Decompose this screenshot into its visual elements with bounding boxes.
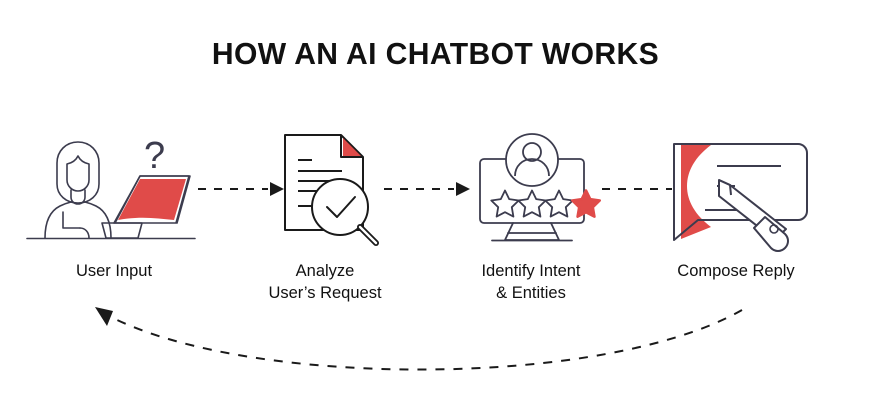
document-fold-red [343,138,361,156]
connector-arrow-1 [196,178,288,200]
speech-bubble-outline [673,143,808,241]
step-identify-intent-art [436,128,626,246]
step-compose-reply-art [641,128,831,252]
connector-arrow-2 [382,178,474,200]
monitor-rating-icon [479,133,601,242]
dashed-arrow-right-icon [384,182,470,196]
step-user-input: ? User Input [19,128,209,282]
avatar-circle [505,133,559,187]
star-rating [490,189,601,218]
document-magnifier-icon [284,134,379,246]
step-user-input-art: ? [19,128,209,246]
step-compose-reply-label: Compose Reply [677,262,795,280]
magnifier-handle-inner [358,225,378,245]
pen-icon [718,179,789,252]
speech-bubble-pen-icon [673,143,808,252]
step-identify-intent: Identify Intent & Entities [436,128,626,304]
step-compose-reply: Compose Reply [641,128,831,282]
feedback-loop-arrow [85,296,765,386]
document-fold-outline [340,135,363,158]
person-at-laptop-icon: ? [26,135,196,240]
magnifier-lens [311,178,369,236]
star-3-outline [544,189,574,218]
dashed-curved-arrow-left-icon [95,307,743,371]
step-user-input-label: User Input [75,262,153,280]
checkmark-icon [326,196,356,218]
star-2-outline [517,189,547,218]
laptop-screen-red-shape [118,179,186,220]
step-identify-intent-label: Identify Intent & Entities [481,262,581,302]
step-analyze-request: Analyze User’s Request [230,128,420,304]
star-4-filled [571,189,601,218]
dashed-arrow-right-icon [198,182,284,196]
step-analyze-request-label: Analyze User’s Request [268,262,382,302]
avatar-icon [514,142,550,177]
star-1-outline [490,189,520,218]
question-mark-icon: ? [144,135,165,177]
speech-bubble-red-shape [681,145,711,239]
page-title: HOW AN AI CHATBOT WORKS [211,36,660,71]
step-analyze-request-art [230,128,420,246]
